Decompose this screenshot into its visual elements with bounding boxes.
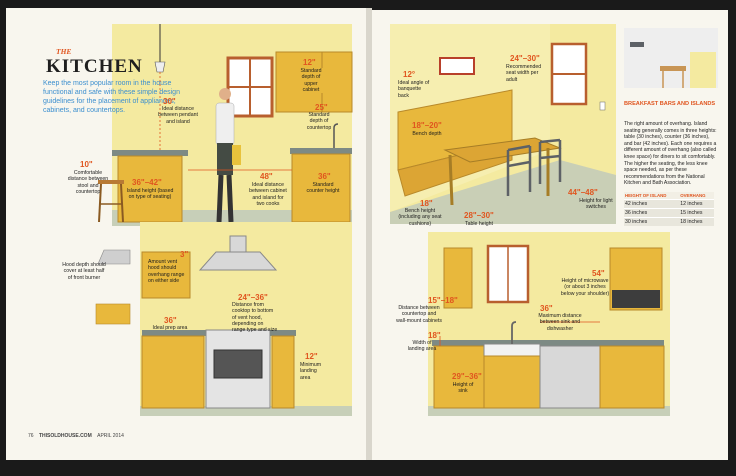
cell-height: 30 inches [624,217,680,226]
stool-caption: Comfortable distance between stool and c… [67,170,109,196]
page-footer: 76 THISOLDHOUSE.COM APRIL 2014 [28,433,124,439]
landing-area-caption: Width of landing area [407,340,437,353]
pendant-caption: Ideal distance between pendant and islan… [158,106,198,125]
table-height-dim: 28"–30" [464,211,494,220]
microwave-dim: 54" [592,269,605,278]
sidebar-body: The right amount of overhang. Island sea… [624,121,717,187]
counter-depth-dim: 25" [315,103,328,112]
table-row: 42 inches 12 inches [624,199,714,209]
landing-caption: Minimum landing area [300,362,322,381]
cell-height: 42 inches [624,199,680,209]
hood-caption: Hood depth should cover at least half of… [62,262,106,281]
seat-width-dim: 24"–30" [510,54,540,63]
landing-dim: 12" [305,352,318,361]
bench-height-dim: 18" [420,199,433,208]
header-height: HEIGHT OF ISLAND [624,192,680,200]
table-row: 30 inches 18 inches [624,217,714,226]
seat-width-caption: Recommended seat width per adult [506,64,542,83]
cell-overhang: 12 inches [679,199,714,209]
sink-height-caption: Height of sink [452,382,474,395]
landing-area-dim: 18" [428,331,441,340]
two-cooks-dim: 48" [260,172,273,181]
cooktop-caption: Distance from cooktop to bottom of vent … [232,302,278,334]
the-label: THE [56,47,72,56]
banquette-angle-dim: 12° [403,70,416,79]
site-name: THISOLDHOUSE.COM [38,433,92,439]
island-height-dim: 36"–42" [132,178,162,187]
overhang-table-header: HEIGHT OF ISLAND OVERHANG [624,192,714,200]
table-height-caption: Table height [465,221,493,227]
prep-dim: 36" [164,316,177,325]
bench-depth-caption: Bench depth [412,131,442,137]
sink-height-dim: 29"–36" [452,372,482,381]
bench-depth-dim: 18"–20" [412,121,442,130]
intro-text: Keep the most popular room in the house … [43,80,180,114]
sink-dw-caption: Maximum distance between sink and dishwa… [538,313,582,332]
cell-height: 36 inches [624,208,680,218]
counter-height-dim: 36" [318,172,331,181]
counter-height-caption: Standard counter height [306,182,340,195]
page-number: 76 [28,433,34,439]
pendant-dim: 30" [163,97,176,106]
overhang-table: HEIGHT OF ISLAND OVERHANG 42 inches 12 i… [624,192,714,226]
sidebar-title: BREAKFAST BARS AND ISLANDS [624,101,716,107]
stool-dim: 10" [80,160,93,169]
island-height-caption: Island height (based on type of seating) [126,188,174,201]
microwave-caption: Height of microwave (or about 3 inches b… [560,278,610,297]
vent-caption: Amount vent hood should overhang range o… [148,259,185,285]
vent-dim: 3" [180,250,189,259]
wall-cab-dim: 15"–18" [428,296,458,305]
bench-height-caption: Bench height (including any seat cushion… [398,208,442,227]
prep-caption: Ideal prep area [152,325,188,331]
page-title: KITCHEN [46,56,143,77]
issue-date: APRIL 2014 [97,433,124,439]
upper-depth-caption: Standard depth of upper cabinet [296,68,326,94]
upper-depth-dim: 12" [303,58,316,67]
header-overhang: OVERHANG [679,192,714,200]
two-cooks-caption: Ideal distance between cabinet and islan… [249,182,287,208]
light-switch-dim: 44"–48" [568,188,598,197]
counter-depth-caption: Standard depth of countertop [306,112,332,131]
banquette-angle-caption: Ideal angle of banquette back [398,80,430,99]
sink-dw-dim: 36" [540,304,553,313]
cell-overhang: 18 inches [679,217,714,226]
light-switch-caption: Height for light switches [579,198,613,211]
cooktop-dim: 24"–36" [238,293,268,302]
wall-cab-caption: Distance between countertop and wall-mou… [396,305,442,324]
cell-overhang: 15 inches [679,208,714,218]
table-row: 36 inches 15 inches [624,208,714,218]
